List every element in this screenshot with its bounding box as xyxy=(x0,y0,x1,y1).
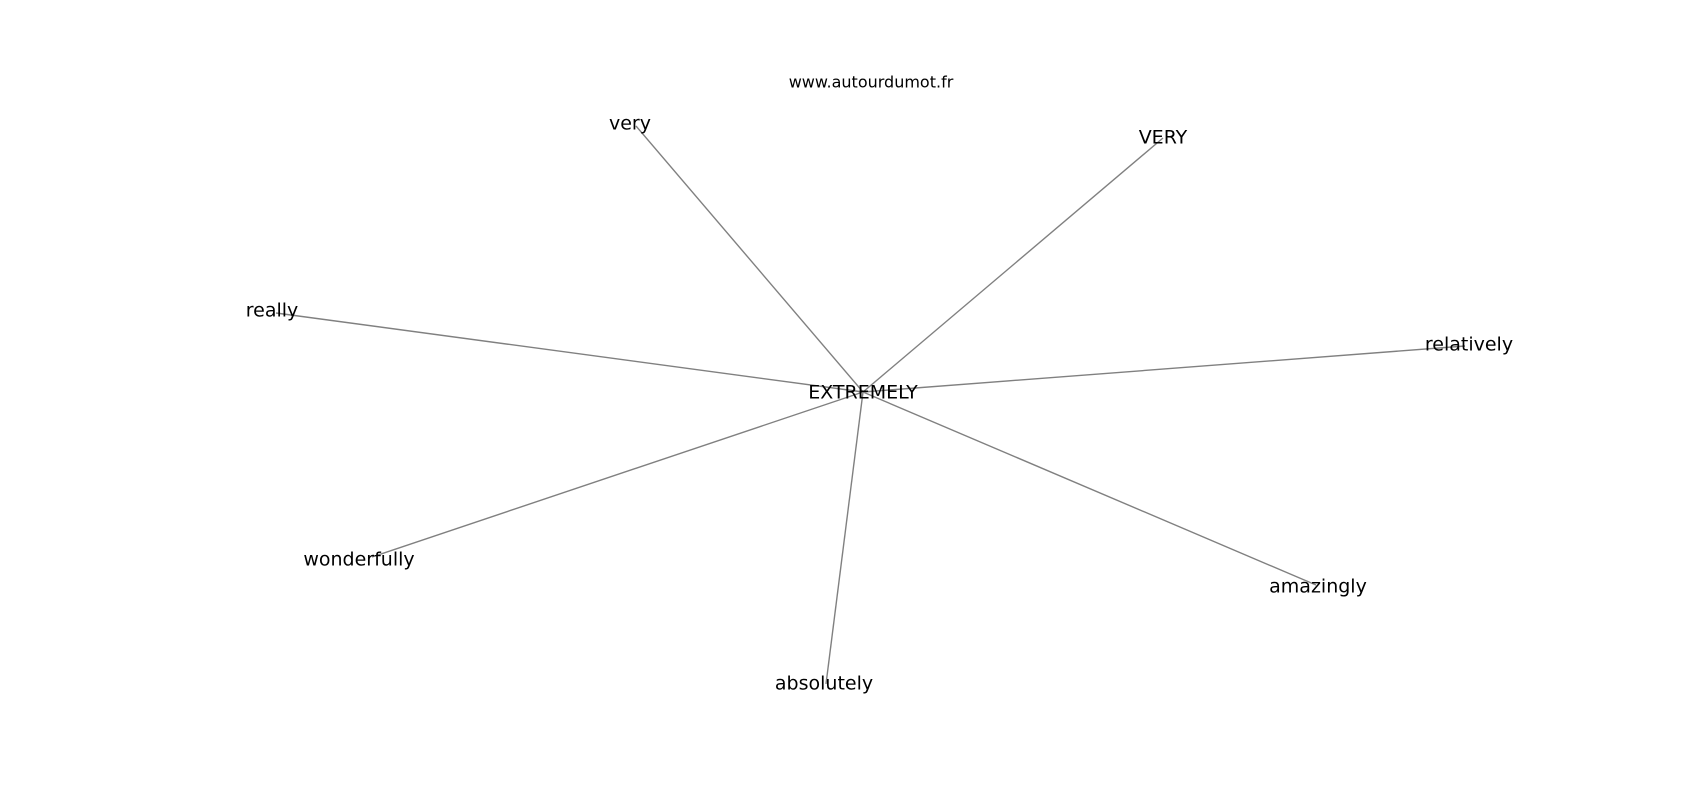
edge-wonderfully xyxy=(371,391,864,558)
edge-very xyxy=(635,125,864,393)
edge-absolutely xyxy=(825,391,864,685)
edge-amazingly xyxy=(862,391,1317,586)
node-label-amazingly[interactable]: amazingly xyxy=(1269,576,1367,598)
node-label-relatively[interactable]: relatively xyxy=(1425,334,1513,356)
node-label-VERY[interactable]: VERY xyxy=(1139,127,1188,149)
nodes: EXTREMELY very VERY really relatively wo… xyxy=(246,113,1513,695)
node-label-absolutely[interactable]: absolutely xyxy=(775,673,873,695)
node-label-wonderfully[interactable]: wonderfully xyxy=(303,549,414,571)
node-center-label[interactable]: EXTREMELY xyxy=(808,382,918,404)
watermark-text: www.autourdumot.fr xyxy=(789,73,954,92)
edge-relatively xyxy=(862,345,1466,393)
edge-VERY xyxy=(862,137,1164,393)
edges xyxy=(275,125,1466,685)
edge-really xyxy=(275,312,864,393)
node-label-really[interactable]: really xyxy=(246,300,299,322)
node-label-very[interactable]: very xyxy=(609,113,651,135)
